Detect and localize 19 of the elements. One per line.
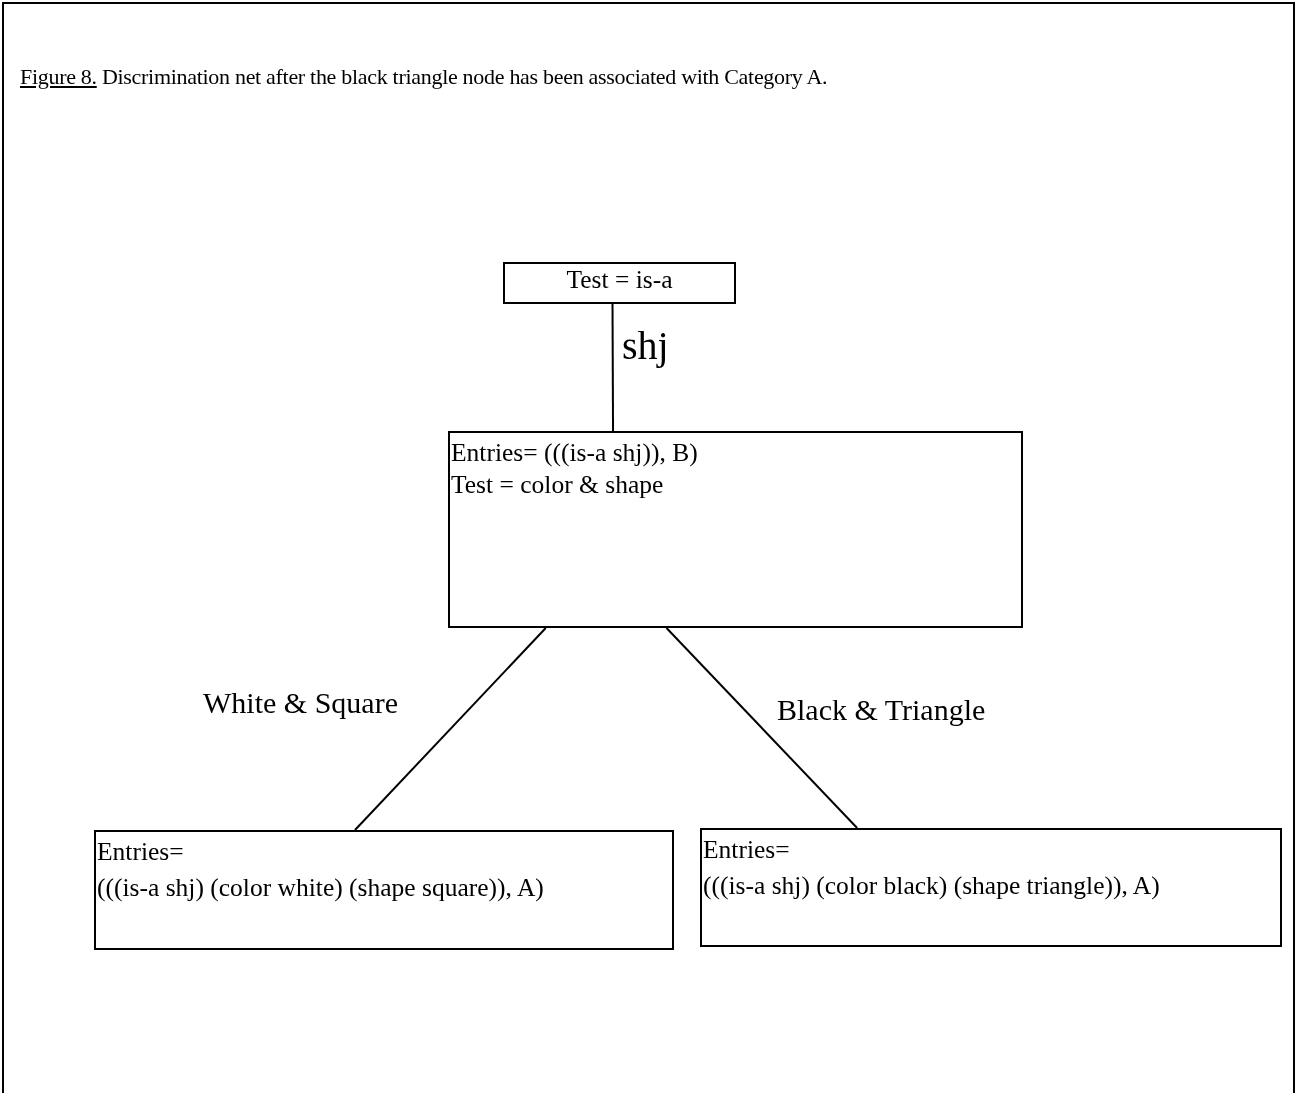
entries-box <box>94 830 674 950</box>
test-box <box>503 262 736 304</box>
node-text: Test = color & shape <box>451 468 665 501</box>
entries-box <box>448 431 1023 628</box>
figure-caption: Discrimination net after the black triangle node has been associated with Category A. <box>100 64 828 89</box>
connector-line <box>611 303 615 432</box>
node-text: Test = is-a <box>565 264 674 296</box>
edge-label: shj <box>622 322 669 369</box>
node-heading: Entries= <box>703 834 791 866</box>
node-text: (((is-a shj) (color white) (shape square)), A) <box>97 871 545 904</box>
node-text: (((is-a shj) (color black) (shape triangle)), A) <box>703 869 1161 902</box>
node-heading: Entries= (((is-a shj)), B) <box>451 437 699 469</box>
edge-label: Black & Triangle <box>777 693 986 727</box>
connector-line <box>665 627 859 829</box>
node-heading: Entries= <box>97 836 185 868</box>
connector-line <box>354 627 547 831</box>
edge-label: White & Square <box>203 686 398 720</box>
entries-box <box>700 828 1282 947</box>
figure-number: Figure 8. <box>20 64 97 89</box>
